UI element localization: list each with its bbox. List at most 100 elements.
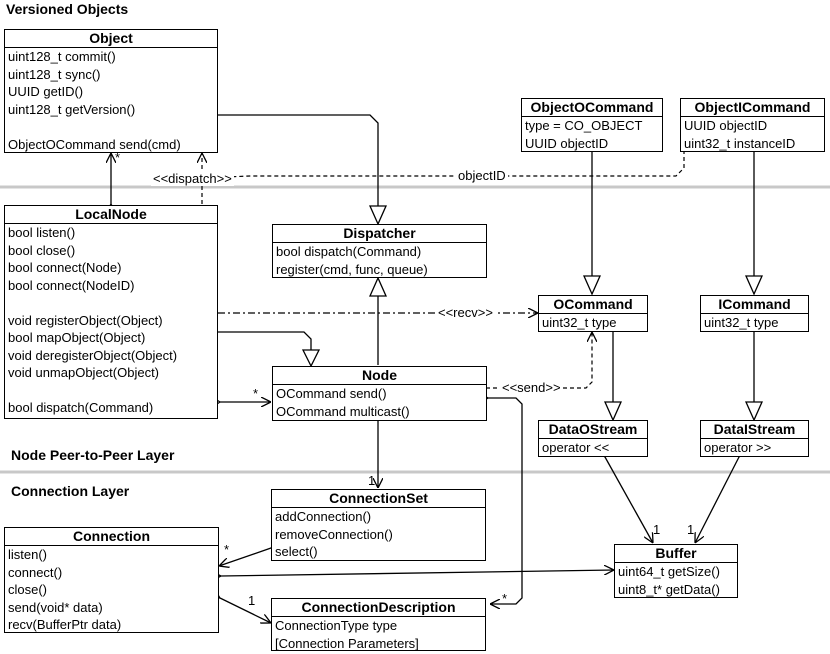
edge-connectionset-connection (219, 548, 271, 566)
member: uint32_t type (704, 315, 779, 330)
member: bool connect(Node) (8, 260, 122, 275)
class-dataostream-name: DataOStream (539, 421, 647, 439)
class-ocommand[interactable]: OCommand uint32_t type (538, 295, 648, 332)
class-object-name: Object (5, 30, 217, 48)
edge-objectid (201, 150, 685, 179)
class-ocommand-members: uint32_t type (539, 314, 647, 332)
class-ocommand-name: OCommand (539, 296, 647, 314)
triangle-ocommand (582, 275, 602, 296)
class-dispatcher-name: Dispatcher (273, 225, 486, 243)
mult-object-localnode: * (115, 150, 121, 165)
class-connectionset-name: ConnectionSet (272, 490, 485, 508)
class-dispatcher-members: bool dispatch(Command) register(cmd, fun… (273, 243, 486, 278)
triangle-node (301, 349, 321, 368)
class-connection-name: Connection (5, 528, 218, 546)
member: UUID objectID (684, 118, 768, 133)
class-dataistream-members: operator >> (701, 439, 808, 457)
class-buffer[interactable]: Buffer uint64_t getSize() uint8_t* getDa… (614, 544, 738, 598)
member: type = CO_OBJECT (525, 118, 643, 133)
member: ConnectionType type (275, 618, 398, 633)
member: bool close() (8, 242, 76, 258)
class-dispatcher[interactable]: Dispatcher bool dispatch(Command) regist… (272, 224, 487, 278)
member: operator >> (704, 440, 772, 455)
member: ObjectOCommand send(cmd) (8, 136, 181, 152)
class-dataostream-members: operator << (539, 439, 647, 457)
class-object[interactable]: Object uint128_t commit() uint128_t sync… (4, 29, 218, 153)
member: recv(BufferPtr data) (8, 617, 122, 632)
member: bool connect(NodeID) (8, 277, 135, 293)
label-recv: <<recv>> (436, 305, 495, 320)
member: OCommand multicast() (276, 403, 410, 419)
class-connectiondescription-name: ConnectionDescription (272, 599, 485, 617)
mult-node-description: * (502, 591, 508, 606)
edge-object-dispatcher (218, 114, 379, 206)
member (8, 382, 214, 400)
member: uint32_t instanceID (684, 135, 796, 151)
class-icommand-name: ICommand (701, 296, 808, 314)
label-dispatch: <<dispatch>> (151, 171, 234, 186)
member: [Connection Parameters] (275, 635, 419, 651)
member: uint128_t getVersion() (8, 101, 136, 117)
member: void deregisterObject(Object) (8, 347, 178, 363)
edge-dataistream-buffer (695, 457, 739, 543)
member: addConnection() (275, 509, 372, 524)
class-objecticommand-name: ObjectICommand (681, 99, 824, 117)
member: UUID getID() (8, 84, 84, 99)
class-buffer-name: Buffer (615, 545, 737, 563)
mult-node-connectionset: 1 (368, 473, 376, 488)
triangle-dataistream (744, 401, 764, 422)
class-connectionset[interactable]: ConnectionSet addConnection() removeConn… (271, 489, 486, 561)
member: operator << (542, 440, 610, 455)
class-objectocommand[interactable]: ObjectOCommand type = CO_OBJECT UUID obj… (521, 98, 663, 152)
class-localnode-name: LocalNode (5, 206, 217, 224)
class-dataostream[interactable]: DataOStream operator << (538, 420, 648, 457)
member: register(cmd, func, queue) (276, 261, 428, 277)
member: void registerObject(Object) (8, 312, 163, 328)
class-dataistream[interactable]: DataIStream operator >> (700, 420, 809, 457)
class-localnode[interactable]: LocalNode bool listen() bool close() boo… (4, 205, 218, 419)
class-connectiondescription[interactable]: ConnectionDescription ConnectionType typ… (271, 598, 486, 651)
member (8, 294, 214, 312)
edge-connection-description (220, 598, 271, 623)
member: uint64_t getSize() (618, 564, 720, 579)
class-node-name: Node (273, 367, 486, 385)
member: UUID objectID (525, 135, 609, 151)
class-node[interactable]: Node OCommand send() OCommand multicast(… (272, 366, 487, 421)
edge-localnode-node (218, 331, 312, 350)
class-objecticommand[interactable]: ObjectICommand UUID objectID uint32_t in… (680, 98, 825, 152)
mult-dataistream-buffer: 1 (687, 522, 695, 537)
edge-connection-buffer (221, 570, 614, 576)
class-connectionset-members: addConnection() removeConnection() selec… (272, 508, 485, 561)
edge-dataostream-buffer (605, 457, 653, 543)
section-title-p2p: Node Peer-to-Peer Layer (11, 447, 175, 463)
section-title-connection: Connection Layer (11, 483, 130, 499)
member: close() (8, 582, 48, 597)
class-connection[interactable]: Connection listen() connect() close() se… (4, 527, 219, 633)
class-connection-members: listen() connect() close() send(void* da… (5, 546, 218, 634)
member: uint128_t commit() (8, 49, 116, 64)
member: bool dispatch(Command) (8, 400, 154, 415)
member: select() (275, 544, 318, 559)
member: uint128_t sync() (8, 66, 101, 82)
member: connect() (8, 564, 63, 580)
mult-dataostream-buffer: 1 (653, 522, 661, 537)
class-node-members: OCommand send() OCommand multicast() (273, 385, 486, 420)
triangle-dispatcher-top (368, 205, 388, 226)
class-objectocommand-members: type = CO_OBJECT UUID objectID (522, 117, 662, 152)
class-object-members: uint128_t commit() uint128_t sync() UUID… (5, 48, 217, 153)
member: OCommand send() (276, 386, 387, 401)
member: bool dispatch(Command) (276, 244, 422, 259)
label-send: <<send>> (500, 380, 563, 395)
member: uint32_t type (542, 315, 617, 330)
label-objectid: objectID (456, 168, 508, 183)
mult-localnode-node: * (253, 386, 259, 401)
class-connectiondescription-members: ConnectionType type [Connection Paramete… (272, 617, 485, 652)
class-icommand[interactable]: ICommand uint32_t type (700, 295, 809, 332)
triangle-dataostream (603, 401, 623, 422)
class-localnode-members: bool listen() bool close() bool connect(… (5, 224, 217, 417)
member: bool mapObject(Object) (8, 330, 146, 345)
member (8, 118, 214, 136)
class-dataistream-name: DataIStream (701, 421, 808, 439)
